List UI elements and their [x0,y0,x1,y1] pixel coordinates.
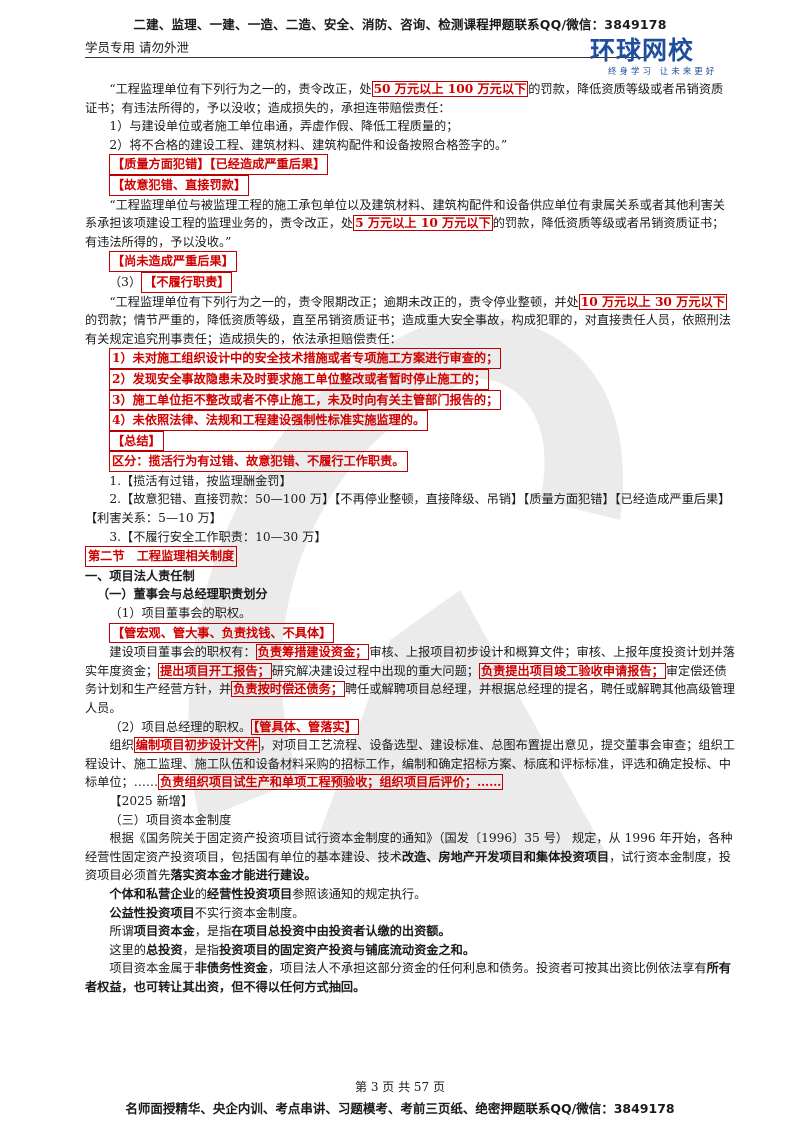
logo-slogan: 终身学习 让未来更好 [608,67,718,77]
paragraph: 所谓项目资本金，是指在项目总投资中由投资者认缴的出资额。 [109,924,451,939]
heading-1: 一、项目法人责任制 [85,568,195,583]
highlight: 负责按时偿还债务； [231,681,345,698]
page-number: 第 3 页 共 57 页 [355,1080,445,1094]
red-list-item: 3）施工单位拒不整改或者不停止施工，未及时向有关主管部门报告的； [109,389,502,411]
bottom-banner: 名师面授精华、央企内训、考点串讲、习题模考、考前三页纸、绝密押题联系QQ/微信：… [125,1101,675,1116]
header-divider [85,57,645,58]
paragraph: 个体和私营企业的经营性投资项目参照该通知的规定执行。 [109,886,427,901]
highlight: 负责组织项目试生产和单项工程预验收；组织项目后评价；…… [158,774,504,791]
tag-label: 【总结】 [109,430,164,452]
paragraph: （2）项目总经理的职权。【管具体、管落实】 [109,718,359,735]
paragraph: 公益性投资项目不实行资本金制度。 [109,905,305,920]
list-item: 1）与建设单位或者施工单位串通，弄虚作假、降低工程质量的； [109,119,459,134]
highlight: 负责筹措建设资金； [255,644,370,661]
tag-label: 【尚未造成严重后果】 [109,251,237,272]
tag-label: 区分：揽活行为有过错、故意犯错、不履行工作职责。 [109,451,408,472]
section-heading: 第二节 工程监理相关制度 [85,546,238,567]
tag-label: 【管宏观、管大事、负责找钱、不具体】 [109,622,335,644]
heading-2: （三）项目资本金制度 [109,812,232,827]
heading-2: （一）董事会与总经理职责划分 [97,587,268,602]
paragraph: 根据《国务院关于固定资产投资项目试行资本金制度的通知》（国发〔1996〕35 号… [85,831,733,883]
brand-logo: 环球网校 终身学习 让未来更好 [590,31,750,81]
highlight: 编制项目初步设计文件 [133,737,260,754]
paragraph: 建设项目董事会的职权有：负责筹措建设资金；审核、上报项目初步设计和概算文件；审核… [85,644,735,715]
red-list-item: 1）未对施工组织设计中的安全技术措施或者专项施工方案进行审查的； [109,348,502,369]
highlight-fine: 10 万元以上 30 万元以下 [578,293,727,310]
highlight-fine: 50 万元以上 100 万元以下 [371,81,529,97]
top-banner: 二建、监理、一建、一造、二造、安全、消防、咨询、检测课程押题联系QQ/微信：38… [133,17,667,32]
tag-label: 【质量方面犯错】【已经造成严重后果】 [109,154,329,175]
red-list-item: 2）发现安全事故隐患未及时要求施工单位整改或者暂时停止施工的； [109,368,490,390]
summary-item: 3.【不履行安全工作职责：10—30 万】 [109,529,327,544]
summary-item: 1.【揽活有过错，按监理酬金罚】 [109,473,292,488]
paragraph: 项目资本金属于非债务性资金，项目法人不承担这部分资金的任何利息和债务。投资者可按… [85,961,731,994]
paragraph: 这里的总投资，是指投资项目的固定资产投资与铺底流动资金之和。 [109,942,476,957]
summary-item: 2.【故意犯错、直接罚款：50—100 万】【不再停业整顿，直接降级、吊销】【质… [85,492,731,526]
subtitle: 学员专用 请勿外泄 [85,40,189,55]
paragraph: “工程监理单位与被监理工程的施工承包单位以及建筑材料、建筑构配件和设备供应单位有… [85,197,725,249]
logo-text: 环球网校 [590,36,695,65]
highlight-fine: 5 万元以上 10 万元以下 [353,215,493,232]
highlight: 提出项目开工报告； [158,662,272,679]
tag-label: 【管具体、管落实】 [251,718,359,735]
highlight: 负责提出项目竣工验收申请报告； [479,662,666,679]
new-tag: 【2025 新增】 [109,793,194,808]
paragraph: （1）项目董事会的职权。 [109,606,252,621]
tag-label: 【故意犯错、直接罚款】 [109,174,250,196]
red-list-item: 4）未依照法律、法规和工程建设强制性标准实施监理的。 [109,410,429,431]
paragraph: 组织编制项目初步设计文件，对项目工艺流程、设备选型、建设标准、总图布置提出意见，… [85,737,735,791]
list-item: 2）将不合格的建设工程、建筑材料、建筑构配件和设备按照合格签字的。” [109,137,508,152]
tag-label: 【不履行职责】 [141,271,233,293]
